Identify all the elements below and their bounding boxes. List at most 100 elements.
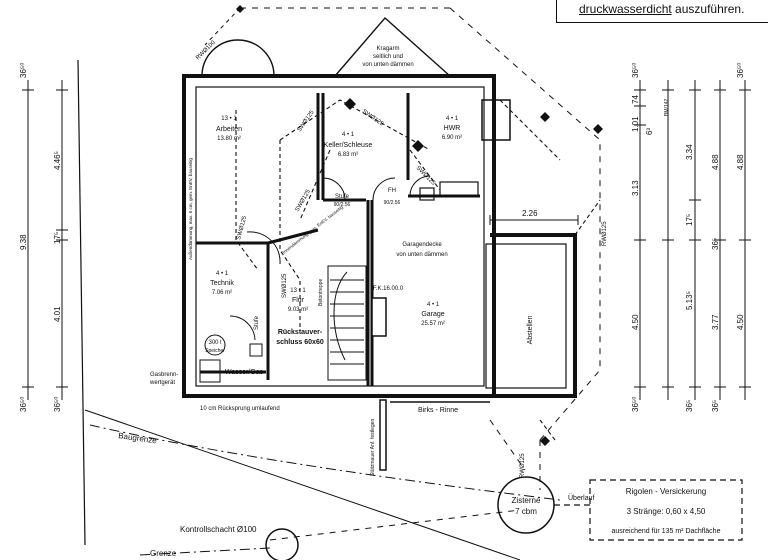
kontrollschacht-circle [265, 528, 299, 560]
room-labels: 13 • 1 Arbeiten 13.80 m² 4 • 1 Keller/Sc… [210, 116, 534, 344]
stuetzmauer-label: Stützmauer Anf. festlegen [370, 419, 376, 476]
technik-items [199, 334, 263, 383]
dim-right1-b: 74 [631, 95, 640, 104]
room-flur-code: 13 • 1 [290, 288, 306, 294]
sw125-label-a: SWØ125 [297, 109, 316, 133]
dim-right4-b: 4.50 [736, 314, 745, 330]
dim-right4-c: 36⁵⁰ [736, 63, 745, 78]
room-keller-code: 4 • 1 [342, 132, 355, 138]
room-hwr-code: 4 • 1 [446, 116, 459, 122]
room-hwr-name: HWR [444, 125, 461, 132]
room-abstellen-name: Abstellen [527, 315, 534, 344]
kragarm-label-2: seitlich und [373, 54, 403, 60]
zisterne-label-2: 7 cbm [515, 507, 537, 516]
stufe-label-2: Stufe [254, 315, 260, 330]
rueckstau-label-1: Rückstauver- [278, 329, 323, 336]
sw125-label-b: SWØ125 [361, 109, 385, 128]
manholes [265, 476, 555, 560]
room-garage-name: Garage [421, 311, 444, 318]
dim-left2-d: 36⁵⁰ [53, 397, 62, 412]
grenze-label: Grenze [150, 549, 177, 558]
rigolen-label-1: Rigolen - Versickerung [626, 487, 706, 496]
staircase [327, 265, 367, 381]
betontreppe-label: Betontreppe [318, 279, 324, 306]
dim-right3-b: 36⁵ [711, 238, 720, 250]
dim-left1-top: 36⁵⁰ [19, 63, 28, 78]
sw125-label-d: SWØ125 [236, 215, 248, 241]
innendaemmung-label: Innendämmung gem. EnEV, bauseitig [282, 204, 345, 255]
dim-right2-b: 17⁵ [685, 214, 694, 226]
fh-size-label: 90/2.56 [384, 200, 401, 206]
sw125-label-f: SWØ125 [415, 165, 437, 187]
note-rest: auszuführen. [675, 2, 745, 16]
zisterne-label-1: Zisterne [512, 496, 541, 505]
dim-right3-a: 4.88 [711, 154, 720, 170]
dim-garage-width: 2.26 [522, 209, 538, 218]
dim-left2-a: 4.46⁵ [53, 151, 62, 170]
kontrollschacht-label: Kontrollschacht Ø100 [180, 525, 257, 534]
room-flur-area: 9.03 m² [288, 307, 308, 313]
dim-left2-b: 17⁵ [53, 232, 62, 244]
ruecksprung-label: 10 cm Rücksprung umlaufend [200, 406, 280, 412]
room-garage-code: 4 • 1 [427, 302, 440, 308]
room-arbeiten-name: Arbeiten [216, 126, 242, 133]
room-garage-area: 25.57 m² [421, 321, 445, 327]
room-arbeiten-code: 13 • 1 [221, 116, 237, 122]
sw125-label-e: SWØ125 [282, 273, 288, 298]
rigolen-label-3: ausreichend für 135 m² Dachfläche [612, 528, 721, 535]
door-swings [229, 175, 431, 341]
dim-left2-c: 4.01 [53, 306, 62, 322]
room-technik-code: 4 • 1 [216, 271, 229, 277]
rigolen-box [554, 479, 743, 541]
rigolen-label-2: 3 Stränge: 0,60 x 4,50 [627, 507, 706, 516]
room-arbeiten-area: 13.80 m² [217, 136, 241, 142]
ueberlauf-label: Überlauf [568, 494, 595, 502]
dim-left1-mid: 9.38 [19, 234, 28, 250]
room-hwr-area: 6.90 m² [442, 135, 462, 141]
kragarm-label-1: Kragarm [376, 46, 399, 52]
rueckstau-label-2: schluss 60x60 [276, 339, 324, 346]
dim-left1-bot: 36⁵⁰ [19, 397, 28, 412]
dimension-labels: 36⁵⁰ 9.38 36⁵⁰ 4.46⁵ 17⁵ 4.01 36⁵⁰ 36⁵⁰ … [19, 63, 745, 412]
stufe-label-1: Stufe [335, 194, 350, 200]
zisterne-circle [497, 476, 555, 534]
note-emphasis: druckwasserdicht [579, 2, 672, 16]
gasbrenn-label-2: wertgerät [149, 380, 175, 386]
room-technik-name: Technik [210, 280, 234, 287]
room-flur-name: Flur [292, 297, 305, 304]
dim-right1-e: 3.13 [631, 180, 640, 196]
sewer-lines [235, 99, 601, 441]
waterproofing-note: druckwasserdicht auszuführen. [556, 0, 768, 23]
rw125-label-b: RWØ125 [520, 453, 526, 478]
rw125-label-a: RWØ125 [602, 221, 608, 246]
rainwater-bay [201, 39, 275, 77]
room-technik-area: 7.06 m² [212, 290, 232, 296]
site-lines [77, 7, 601, 560]
aussendaemmung-label: Außendämmung, max. 6 cm, gem. EnEV, baus… [188, 158, 193, 260]
dimension-lines [22, 80, 751, 400]
dim-right1-c: 1.01 [631, 116, 640, 132]
dim-right2-c: 5.13⁵ [685, 291, 694, 310]
bm-label: BM/142 [664, 99, 670, 116]
dim-right4-a: 4.88 [736, 154, 745, 170]
kragarm-label-3: von unten dämmen [362, 62, 413, 68]
garagendecke-label-2: von unten dämmen [396, 252, 447, 258]
sw125-label-c: SWØ125 [295, 188, 313, 213]
speicher-label-2: Speicher [205, 348, 225, 354]
garagendecke-label-1: Garagendecke [402, 242, 442, 248]
garage-door [371, 297, 490, 403]
fh-label: FH [388, 188, 396, 194]
dim-right1-f: 4.50 [631, 314, 640, 330]
birks-rinne-label: Birks - Rinne [418, 407, 458, 414]
wassergas-label: Wasser/Gas [225, 369, 264, 376]
dim-right1-a: 36⁵⁰ [631, 63, 640, 78]
dim-right2-d: 36⁵ [685, 400, 694, 412]
dim-right3-d: 36⁵ [711, 400, 720, 412]
dim-right2-a: 3.34 [685, 144, 694, 160]
stufe-size-label: 90/2.56 [334, 202, 351, 208]
dim-right1-g: 36⁵⁰ [631, 397, 640, 412]
drain-markers [236, 5, 603, 446]
retaining-wall [379, 399, 387, 471]
dim-right3-c: 3.77 [711, 314, 720, 330]
speicher-label-1: 300 l [208, 340, 221, 346]
